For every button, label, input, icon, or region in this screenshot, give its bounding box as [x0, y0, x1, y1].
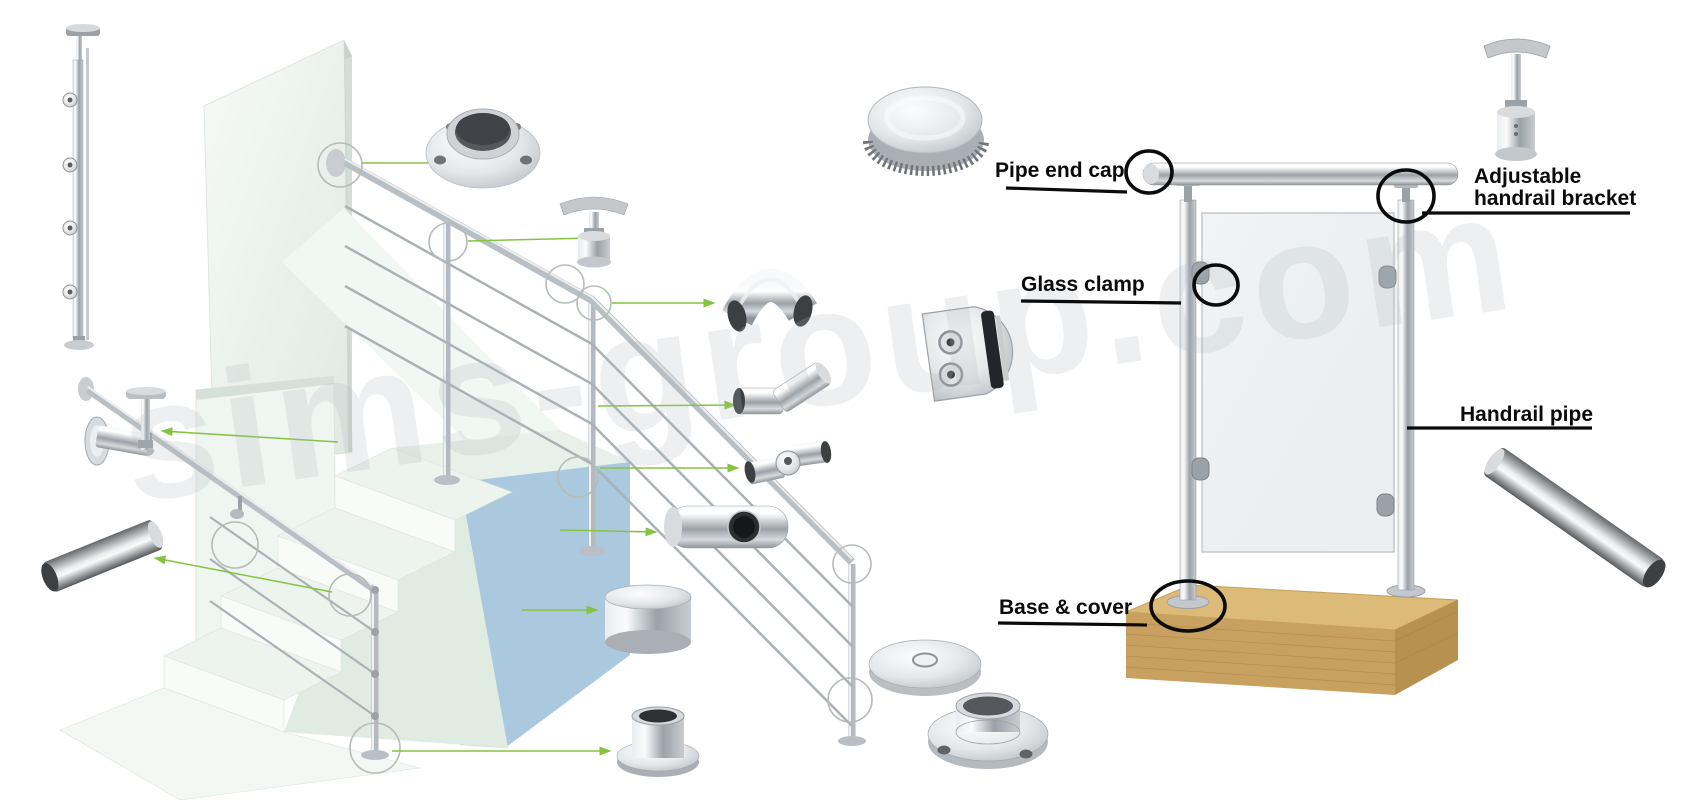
glass-clamp-label: Glass clamp	[1021, 273, 1145, 296]
main-railing	[326, 149, 866, 746]
wooden-base	[1125, 584, 1459, 695]
adjustable-handrail-bracket-label: Adjustable handrail bracket	[1474, 166, 1636, 210]
elbow-90-icon	[722, 269, 817, 332]
base-flange-icon	[927, 692, 1049, 769]
baluster-post-icon	[62, 24, 100, 350]
label-leader-lines	[997, 186, 1630, 627]
pipe-end-cap-label: Pipe end cap	[995, 159, 1125, 182]
upper-flight	[282, 208, 564, 474]
label-callout-circles	[1124, 149, 1436, 633]
elbow-135-icon	[733, 362, 832, 415]
glass-balustrade-assembly	[1125, 162, 1459, 695]
adjustable-saddle-icon	[559, 196, 629, 268]
wall-handrail-bracket-icon	[84, 387, 166, 466]
glass-clamp-part-icon	[921, 306, 1014, 402]
adjustable-handrail-bracket-label-line2: handrail bracket	[1474, 187, 1637, 210]
base-cover-disc-icon	[868, 639, 982, 696]
base-socket-icon	[616, 706, 700, 777]
flat-end-cap-icon	[604, 584, 692, 654]
handrail-pipe-label: Handrail pipe	[1460, 403, 1594, 426]
staircase-scene	[59, 39, 873, 800]
crossbar-holder-icon	[664, 505, 789, 549]
handrail-pipe-part-icon	[1484, 448, 1666, 588]
stair-blue-face	[460, 462, 630, 748]
handrail-tube-icon	[41, 520, 164, 592]
adjustable-handrail-bracket-label-line1: Adjustable	[1474, 165, 1582, 188]
base-cover-label: Base & cover	[999, 596, 1133, 619]
posts	[1176, 181, 1418, 601]
round-end-cap-icon	[863, 86, 989, 176]
steps	[59, 447, 513, 800]
handrail-bar	[1142, 162, 1459, 186]
callout-circles-left	[211, 142, 873, 774]
glass-panel	[1201, 212, 1395, 553]
wall-flange-icon	[425, 108, 541, 189]
upper-wall-panel	[203, 39, 353, 471]
swivel-connector-icon	[744, 440, 832, 485]
adjustable-handrail-bracket-part-icon	[1483, 38, 1551, 161]
